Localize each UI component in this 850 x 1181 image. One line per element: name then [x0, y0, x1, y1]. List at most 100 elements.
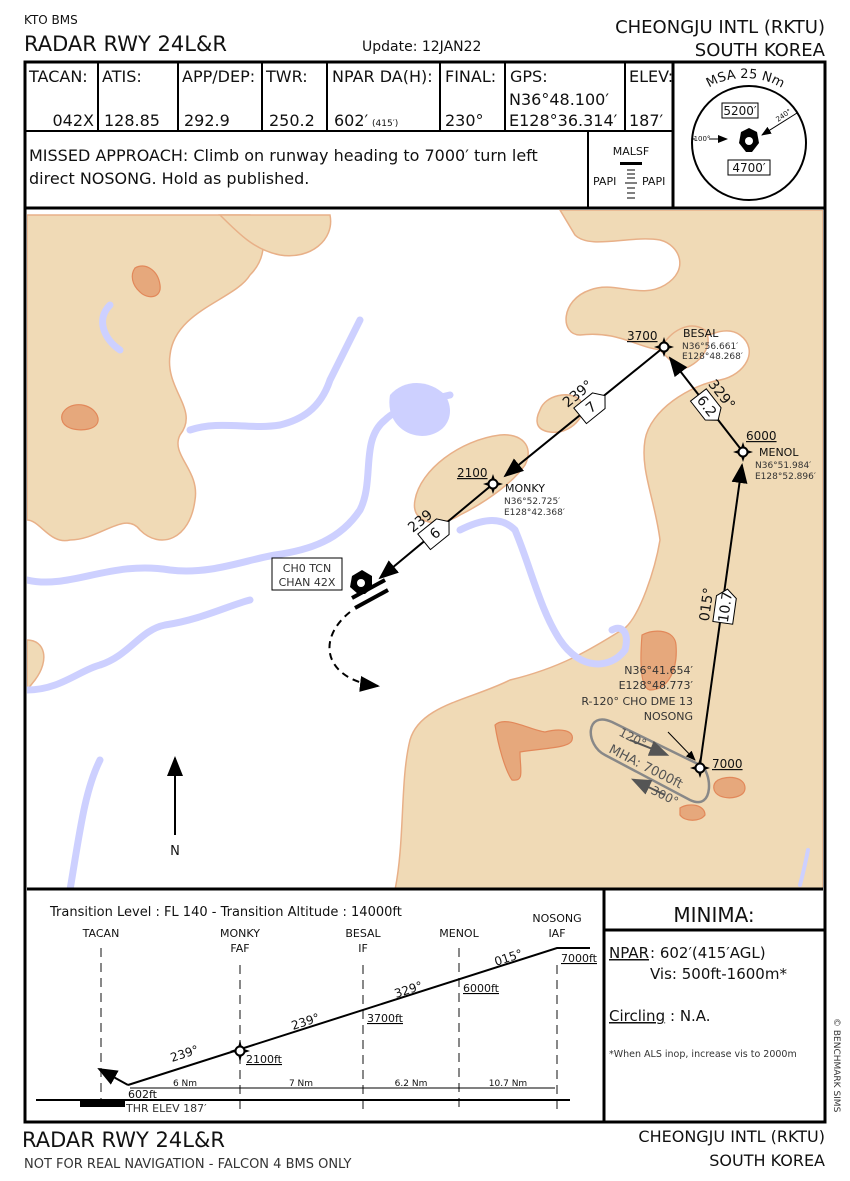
minima-title: MINIMA: — [673, 903, 754, 927]
profile-distance: 6.2 Nm — [395, 1079, 428, 1089]
copyright: © BENCHMARK SIMS — [831, 1018, 841, 1113]
circling-minima: : N.A. — [670, 1007, 711, 1025]
fix-lon: E128°42.368′ — [504, 508, 565, 518]
fix-lon: E128°52.896′ — [755, 472, 816, 482]
profile-course: 239° — [169, 1043, 201, 1065]
leg-distance: 10.7 — [716, 591, 736, 624]
rivers — [27, 301, 810, 889]
profile-fix-tacan: TACAN — [82, 927, 120, 940]
profile-course: 329° — [393, 979, 425, 1001]
fix-lat: N36°52.725′ — [504, 497, 560, 507]
final-label: FINAL: — [445, 67, 496, 86]
frequency-row — [25, 62, 825, 210]
runway-icon — [351, 578, 386, 600]
footer-airport: CHEONGJU INTL (RKTU) — [638, 1127, 825, 1146]
fix-besal: 3700 BESAL N36°56.661′ E128°48.268′ — [627, 327, 743, 362]
atis-label: ATIS: — [102, 67, 142, 86]
appdep-label: APP/DEP: — [182, 67, 255, 86]
profile-distance: 10.7 Nm — [489, 1079, 527, 1089]
msa-title: MSA 25 Nm — [704, 67, 787, 92]
profile-alt-nosong: 7000ft — [561, 952, 598, 965]
gps-label: GPS: — [510, 67, 548, 86]
msa-diagram: MSA 25 Nm 5200′ 4700′ 100° 240° — [691, 67, 807, 201]
fix-radial: R-120° CHO DME 13 — [581, 695, 693, 708]
profile-fix-besal-role: IF — [358, 942, 368, 955]
gps-lon: E128°36.314′ — [509, 111, 618, 130]
fix-name: NOSONG — [644, 710, 693, 723]
fix-monky: 2100 MONKY N36°52.725′ E128°42.368′ — [457, 466, 565, 518]
npar-label: NPAR DA(H): — [332, 67, 433, 86]
npar-label: NPAR — [609, 944, 649, 962]
fix-altitude: 3700 — [627, 329, 658, 343]
malsf-label: MALSF — [613, 145, 649, 158]
terrain — [27, 210, 823, 889]
fix-lat: N36°56.661′ — [682, 342, 738, 352]
update-date: Update: 12JAN22 — [362, 39, 481, 55]
profile-course: 015° — [493, 947, 525, 969]
npar-minima: : 602′(415′AGL) — [650, 944, 766, 962]
procedure-title: RADAR RWY 24L&R — [24, 32, 227, 56]
msa-south-alt: 4700′ — [732, 161, 766, 175]
atis-value: 128.85 — [104, 111, 160, 130]
final-value: 230° — [445, 111, 484, 130]
minima-box: MINIMA: NPAR : 602′(415′AGL) Vis: 500ft-… — [604, 903, 825, 1060]
north-arrow: N — [167, 756, 183, 859]
high-terrain — [61, 265, 746, 821]
header: KTO BMS RADAR RWY 24L&R Update: 12JAN22 … — [24, 13, 826, 61]
country: SOUTH KOREA — [695, 40, 826, 61]
descent-path — [127, 947, 590, 1086]
fix-lon: E128°48.268′ — [682, 352, 743, 362]
elev-value: 187′ — [629, 111, 664, 130]
airport-name: CHEONGJU INTL (RKTU) — [615, 17, 825, 38]
fix-menol: 6000 MENOL N36°51.984′ E128°52.896′ — [732, 429, 816, 482]
twr-value: 250.2 — [269, 111, 315, 130]
footer: RADAR RWY 24L&R NOT FOR REAL NAVIGATION … — [22, 1127, 825, 1172]
circling-label: Circling — [609, 1007, 665, 1025]
fix-altitude: 2100 — [457, 466, 488, 480]
profile-fix-monky-role: FAF — [230, 942, 249, 955]
profile-view: Transition Level : FL 140 - Transition A… — [36, 890, 606, 1122]
profile-fix-monky: MONKY — [220, 927, 260, 940]
appdep-value: 292.9 — [184, 111, 230, 130]
missed-approach-line2: direct NOSONG. Hold as published. — [29, 169, 309, 188]
papi-right-label: PAPI — [642, 175, 665, 188]
profile-distance: 6 Nm — [173, 1079, 197, 1089]
profile-fix-besal: BESAL — [345, 927, 381, 940]
minima-note: *When ALS inop, increase vis to 2000m — [609, 1049, 797, 1060]
fix-name: MONKY — [505, 482, 545, 495]
footer-disclaimer: NOT FOR REAL NAVIGATION - FALCON 4 BMS O… — [24, 1157, 352, 1172]
tacan-station: CH0 TCN CHAN 42X — [271, 557, 389, 610]
npar-height: (415′) — [372, 119, 398, 129]
profile-fix-nosong-role: IAF — [548, 927, 565, 940]
footer-country: SOUTH KOREA — [709, 1151, 825, 1170]
chart-frame — [23, 60, 827, 1124]
fix-altitude: 7000 — [712, 757, 743, 771]
fix-lat: N36°51.984′ — [755, 461, 811, 471]
tacan-label: TACAN: — [28, 67, 88, 86]
publisher: KTO BMS — [24, 13, 78, 27]
profile-fix-menol: MENOL — [439, 927, 479, 940]
msa-north-alt: 5200′ — [723, 104, 757, 118]
lighting-diagram: MALSF PAPI PAPI — [593, 145, 665, 199]
transition-info: Transition Level : FL 140 - Transition A… — [49, 905, 402, 920]
info-cells: TACAN: 042X ATIS: 128.85 APP/DEP: 292.9 … — [28, 67, 673, 188]
msa-bearing-left: 100° — [694, 135, 711, 143]
npar-value: 602′ — [334, 111, 369, 130]
tacan-ident: CH0 TCN — [283, 562, 331, 575]
visibility-minima: Vis: 500ft-1600m* — [650, 965, 787, 983]
footer-procedure: RADAR RWY 24L&R — [22, 1128, 225, 1152]
leg-course: 015° — [697, 587, 718, 623]
north-label: N — [170, 844, 180, 859]
profile-distance: 7 Nm — [289, 1079, 313, 1089]
twr-label: TWR: — [265, 67, 308, 86]
profile-course: 239° — [290, 1011, 322, 1033]
tacan-channel: CHAN 42X — [279, 576, 336, 589]
papi-left-label: PAPI — [593, 175, 616, 188]
fix-name: MENOL — [759, 446, 799, 459]
profile-alt-besal: 3700ft — [367, 1012, 404, 1025]
runway-threshold — [80, 1099, 125, 1107]
elev-label: ELEV: — [629, 67, 673, 86]
missed-approach-line1: MISSED APPROACH: Climb on runway heading… — [29, 146, 538, 165]
profile-alt-menol: 6000ft — [463, 982, 500, 995]
